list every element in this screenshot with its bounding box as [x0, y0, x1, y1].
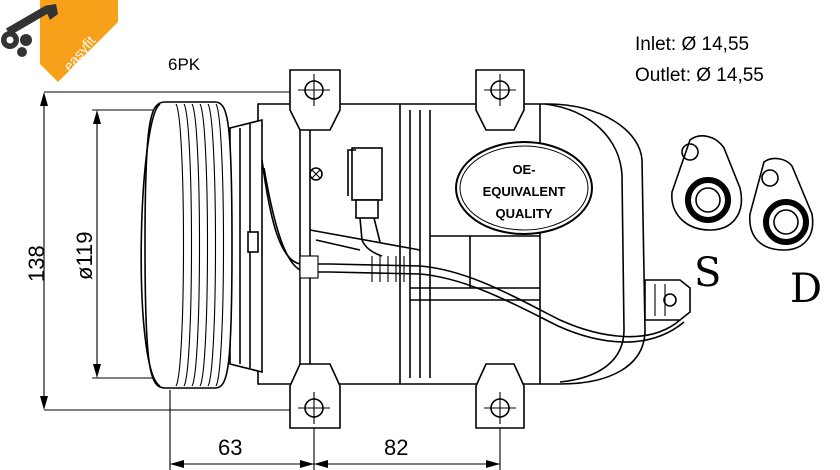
belt-type-label: 6PK [168, 55, 201, 74]
badge-line-3: QUALITY [495, 206, 552, 221]
mount-ear-bottom-right [475, 363, 525, 429]
mount-ear-top-right [475, 69, 525, 131]
discharge-port-letter: D [790, 266, 822, 312]
discharge-seal-plate [749, 157, 814, 251]
easyfit-logo: easyfit [1, 0, 118, 82]
outlet-label: Outlet: Ø 14,55 [635, 65, 764, 86]
mount-ear-bottom-left [289, 363, 341, 429]
suction-seal-plate [671, 135, 743, 231]
pulley-diameter-dimension: ø119 [72, 109, 160, 379]
pulley-diameter-value: ø119 [72, 231, 97, 280]
inlet-label: Inlet: Ø 14,55 [635, 34, 749, 55]
compressor-body [140, 69, 691, 429]
badge-line-1: OE- [512, 162, 535, 177]
height-value: 138 [24, 245, 49, 282]
pulley-offset-value: 63 [218, 435, 242, 460]
wrench-icon [1, 4, 58, 57]
badge-line-2: EQUIVALENT [483, 184, 566, 199]
mount-spacing-value: 82 [384, 435, 408, 460]
height-dimension-138: 138 [24, 91, 300, 411]
oe-equivalent-quality-badge: OE- EQUIVALENT QUALITY [455, 141, 593, 235]
mount-ear-top-left [289, 69, 341, 131]
suction-port-letter: S [694, 250, 721, 296]
